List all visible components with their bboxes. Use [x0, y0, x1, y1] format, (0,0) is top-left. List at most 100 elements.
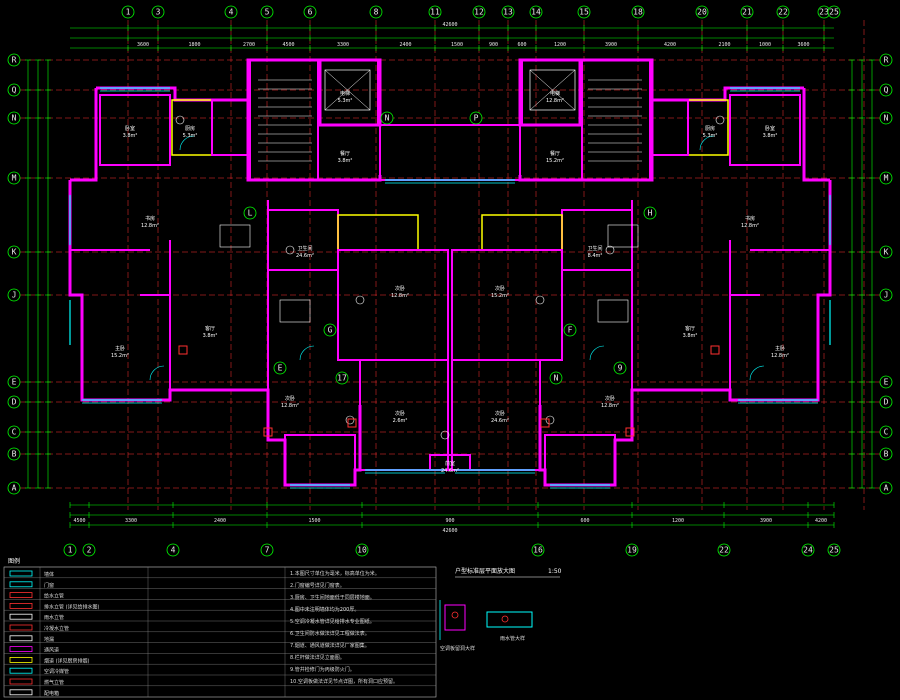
- detail-sublabel: 空调板留洞大样: [440, 645, 475, 652]
- axis-bubble-right-label: A: [884, 484, 889, 493]
- axis-bubble-top: [472, 5, 486, 19]
- bedroom-left-top: [99, 94, 171, 166]
- room-area: 24.6m²: [296, 253, 314, 259]
- room-name: 次卧: [395, 410, 405, 417]
- axis-bubble-right-label: R: [884, 56, 889, 65]
- dimension-value: 3900: [760, 518, 772, 524]
- axis-bubble-right: [879, 171, 893, 185]
- axis-bubble-top-label: 4: [229, 8, 234, 17]
- room-area: 3.8m²: [203, 333, 218, 339]
- axis-bubble-right: [879, 245, 893, 259]
- legend-item: 燃气立管: [44, 679, 64, 686]
- room-name: 书房: [745, 215, 755, 222]
- legend-symbol: [9, 570, 33, 577]
- legend-symbol: [9, 592, 33, 598]
- axis-bubble-top: [501, 5, 515, 19]
- axis-bubble-top-label: 13: [503, 8, 513, 17]
- axis-bubble-right: [879, 447, 893, 461]
- sanitary-fixture: [605, 245, 615, 255]
- dimension-value: 2400: [399, 42, 411, 48]
- axis-bubble-top: [827, 5, 841, 19]
- room-name: 次卧: [395, 285, 405, 292]
- room-name: 卧室: [765, 125, 775, 132]
- room-name: 卫生间: [587, 245, 602, 252]
- axis-bubble-left: [7, 375, 21, 389]
- axis-bubble-bottom-label: 1: [68, 546, 73, 555]
- legend-item: 地漏: [44, 636, 54, 643]
- dimension-value: 2100: [718, 42, 730, 48]
- legend-symbol: [9, 646, 33, 652]
- detail-box: [444, 604, 466, 631]
- legend-symbol: [9, 624, 33, 631]
- room-area: 12.8m²: [281, 403, 299, 409]
- axis-bubble-bottom: [260, 543, 274, 557]
- axis-bubble-right-label: M: [884, 174, 889, 183]
- elevator-right: [521, 59, 583, 126]
- axis-bubble-left-label: R: [12, 56, 17, 65]
- room-area: 3.8m²: [683, 333, 698, 339]
- room-name: 次卧: [605, 395, 615, 402]
- axis-bubble-inner: [243, 206, 257, 220]
- dimension-total: 42600: [442, 528, 457, 534]
- axis-bubble-top-label: 14: [531, 8, 541, 17]
- axis-bubble-bottom: [63, 543, 77, 557]
- walls: [68, 58, 832, 489]
- room-area: 3.8m²: [338, 158, 353, 164]
- room-area: 5.3m²: [183, 133, 198, 139]
- dimension-value: 600: [580, 518, 589, 524]
- axis-bubble-top: [529, 5, 543, 19]
- axis-bubble-bottom-label: 22: [719, 546, 729, 555]
- axis-bubble-left: [7, 447, 21, 461]
- axis-bubble-left-label: J: [12, 291, 17, 300]
- axis-bubble-right-label: K: [884, 248, 889, 257]
- door-swing: [749, 365, 765, 381]
- legend-item: 墙体: [44, 571, 54, 578]
- axis-bubble-bottom-label: 16: [533, 546, 543, 555]
- note-line: 8.栏杆做法详见立面图。: [290, 654, 345, 661]
- legend-item: 冷凝水立管: [44, 625, 69, 632]
- axis-bubble-inner-label: N: [385, 114, 390, 123]
- axis-bubble-top: [695, 5, 709, 19]
- axis-bubble-left: [7, 83, 21, 97]
- sanitary-fixture: [345, 415, 355, 425]
- room-name: 主卧: [775, 345, 785, 352]
- sanitary-fixture: [355, 295, 365, 305]
- axis-bubble-bottom-label: 7: [265, 546, 270, 555]
- axis-bubble-left-label: K: [12, 248, 17, 257]
- note-line: 1.本图尺寸单位为毫米，标高单位为米。: [290, 570, 380, 577]
- kitchen-right-top: [651, 99, 689, 156]
- dimension-value: 3600: [137, 42, 149, 48]
- axis-bubble-bottom-label: 19: [627, 546, 637, 555]
- axis-bubble-bottom: [531, 543, 545, 557]
- axis-bubble-inner: [549, 371, 563, 385]
- legend-item: 配电箱: [44, 690, 59, 697]
- fixtures: [149, 69, 765, 440]
- axis-bubble-inner-label: N: [554, 374, 559, 383]
- dining-table: [607, 224, 639, 248]
- room-area: 2.6m²: [393, 418, 408, 424]
- legend-symbol: [9, 678, 33, 685]
- axis-bubble-left-label: M: [12, 174, 17, 183]
- axis-bubble-top: [260, 5, 274, 19]
- axis-bubble-bottom-label: 24: [803, 546, 813, 555]
- legend-symbol: [9, 689, 33, 696]
- room-name: 卫生间: [297, 245, 312, 252]
- dining-table: [279, 299, 311, 323]
- sanitary-fixture: [535, 295, 545, 305]
- riser-marker: [625, 427, 635, 437]
- elevator-car: [324, 69, 371, 111]
- room-area: 5.3m²: [703, 133, 718, 139]
- elevator-cross: [324, 69, 371, 111]
- dimension-value: 4200: [664, 42, 676, 48]
- axis-bubble-bottom-label: 10: [357, 546, 367, 555]
- axis-bubble-left-label: Q: [12, 86, 17, 95]
- legend-symbol: [9, 581, 33, 588]
- legend-item: 通风道: [44, 647, 59, 654]
- axis-bubble-inner: [273, 361, 287, 375]
- axis-bubble-top: [224, 5, 238, 19]
- room-area: 12.8m²: [741, 223, 759, 229]
- axis-bubble-bottom: [166, 543, 180, 557]
- axis-bubble-inner: [335, 371, 349, 385]
